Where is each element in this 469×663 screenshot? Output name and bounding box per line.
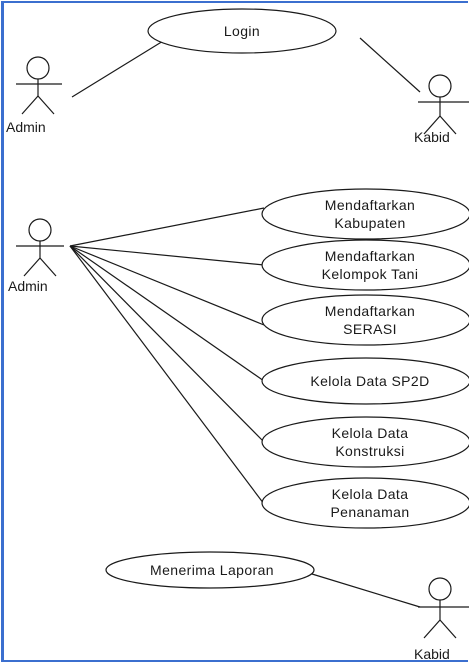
association-line	[311, 573, 421, 608]
left-frame-border	[1, 1, 4, 662]
use-case-menerima-laporan: Menerima Laporan	[105, 551, 315, 589]
use-case-label-line-2: Kabupaten	[334, 215, 405, 231]
actor-kabid-top: Kabid	[414, 74, 469, 145]
bottom-frame-border	[1, 660, 468, 662]
use-case-mendaftarkan-kabupaten: Mendaftarkan Kabupaten	[261, 188, 469, 240]
use-case-label-line-1: Mendaftarkan	[325, 197, 415, 213]
actor-label-kabid-bottom: Kabid	[414, 646, 450, 662]
use-case-label: Kelola Data SP2D	[310, 373, 429, 389]
use-case-mendaftarkan-kelompok-tani: Mendaftarkan Kelompok Tani	[261, 239, 469, 291]
actor-label-admin-top: Admin	[6, 119, 46, 135]
use-case-label-line-2: SERASI	[343, 321, 397, 337]
use-case-label-login: Login	[224, 23, 260, 39]
association-line	[69, 207, 265, 247]
actor-label-admin-main: Admin	[8, 278, 48, 294]
use-case-mendaftarkan-serasi: Mendaftarkan SERASI	[261, 294, 469, 346]
association-line	[69, 245, 265, 382]
use-case-label-line-1: Mendaftarkan	[325, 248, 415, 264]
use-case-kelola-data-sp2d: Kelola Data SP2D	[261, 357, 469, 405]
use-case-label: Menerima Laporan	[150, 562, 274, 578]
association-line	[71, 37, 169, 98]
use-case-kelola-data-penanaman: Kelola Data Penanaman	[261, 477, 469, 529]
actor-admin-top: Admin	[6, 56, 62, 135]
use-case-label-line-1: Kelola Data	[332, 425, 409, 441]
actor-admin-main: Admin	[8, 218, 64, 294]
association-line	[69, 245, 265, 326]
use-case-label-line-2: Penanaman	[330, 504, 409, 520]
use-case-label-line-1: Kelola Data	[332, 486, 409, 502]
actor-label-kabid-top: Kabid	[414, 129, 450, 145]
use-case-kelola-data-konstruksi: Kelola Data Konstruksi	[261, 416, 469, 468]
association-line	[69, 245, 265, 443]
association-line	[69, 245, 265, 505]
use-case-label-line-2: Konstruksi	[335, 443, 404, 459]
use-case-label-line-2: Kelompok Tani	[322, 266, 419, 282]
association-line	[359, 37, 421, 93]
actor-kabid-bottom: Kabid	[414, 577, 469, 662]
use-case-login: Login	[147, 8, 337, 54]
top-frame-border	[1, 1, 468, 3]
use-case-label-line-1: Mendaftarkan	[325, 303, 415, 319]
association-line	[69, 245, 265, 266]
